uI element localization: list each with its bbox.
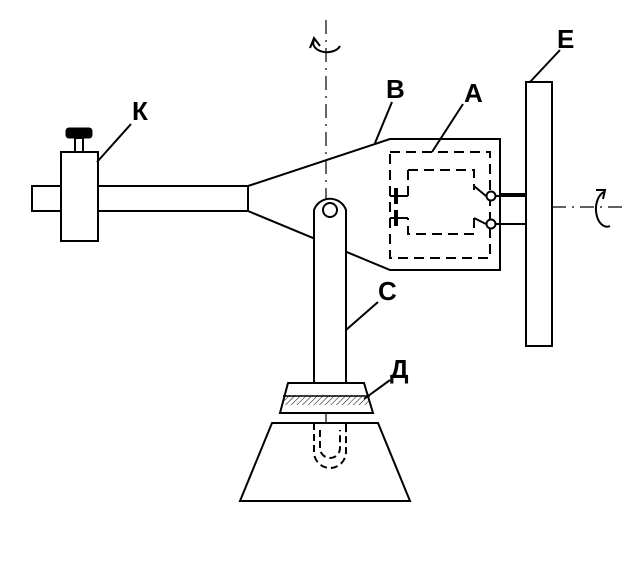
arm-c: [313, 197, 347, 384]
leader-b: [374, 101, 393, 144]
leader-a: [431, 103, 464, 153]
label-d: Д: [390, 354, 409, 384]
plate-e: [525, 81, 553, 347]
label-e: Е: [557, 24, 574, 54]
label-c: С: [378, 276, 397, 306]
leader-e: [529, 49, 561, 83]
rotation-arrow-top-icon: [309, 35, 341, 54]
label-a: А: [464, 78, 483, 108]
leader-d: [363, 379, 391, 400]
base: [238, 422, 412, 502]
label-k: К: [132, 96, 148, 126]
unit-a: [389, 151, 497, 259]
clamp-block-k: [60, 151, 99, 242]
shaft-connector: [499, 193, 527, 225]
label-b: В: [386, 74, 405, 104]
leader-k: [96, 123, 132, 163]
rotation-arrow-right-icon: [594, 189, 611, 228]
pivot-pin: [322, 202, 338, 218]
u-tube: [313, 423, 347, 469]
clamp-screw-knob: [65, 127, 93, 139]
leader-c: [345, 301, 379, 331]
clamp-screw-stem: [74, 137, 84, 153]
frame-body-b: [247, 138, 501, 271]
